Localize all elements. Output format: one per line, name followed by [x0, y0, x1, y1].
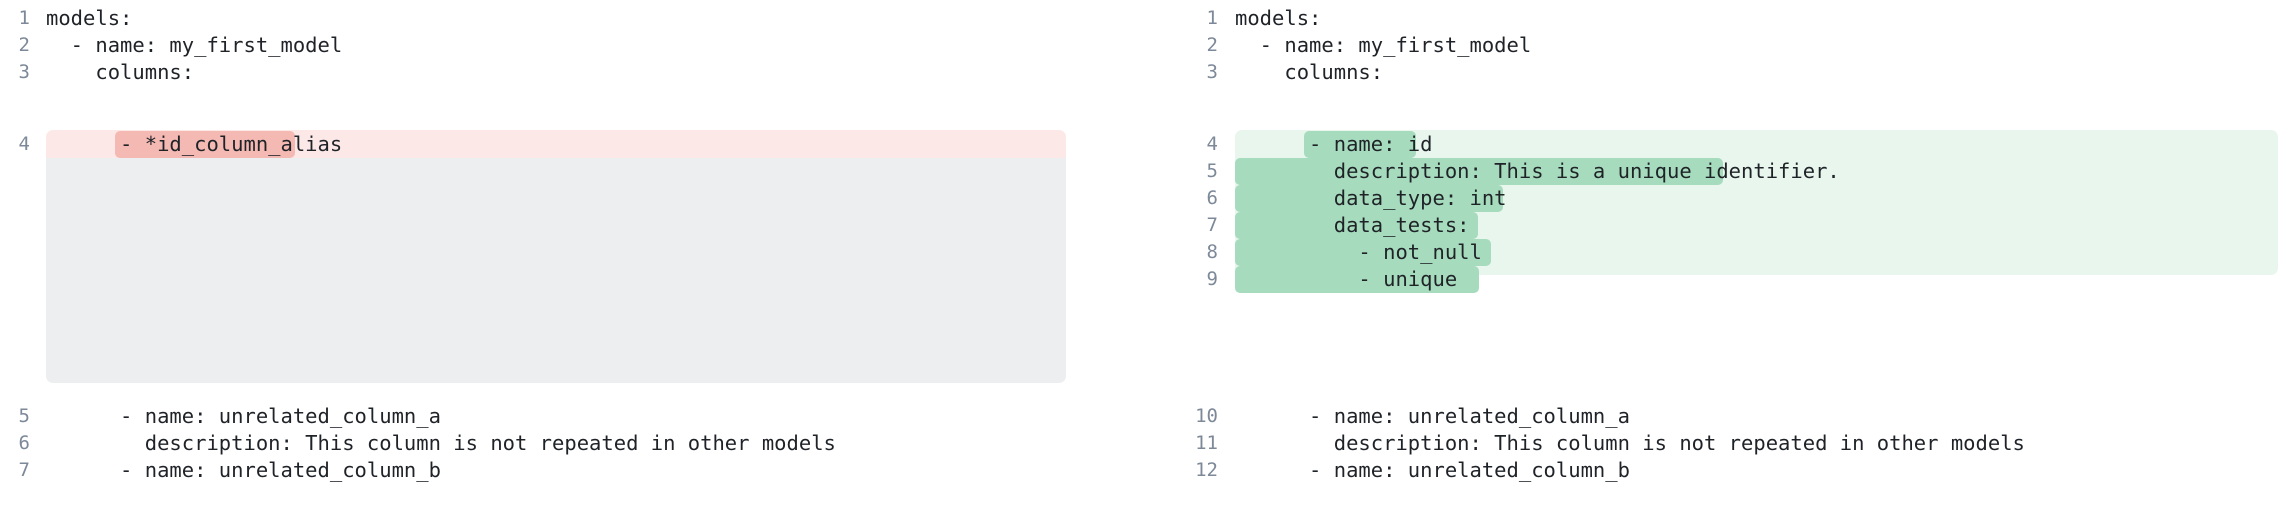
code-line-3: columns: [1235, 60, 1384, 84]
line-number-2: 2 [18, 34, 30, 56]
code-line-6-added: data_type: int [1235, 186, 1507, 210]
line-number-3: 3 [1206, 61, 1218, 83]
right-highlight-layer [1090, 0, 2278, 528]
added-word-highlight-line-5 [1235, 158, 1723, 185]
line-number-3: 3 [18, 61, 30, 83]
code-line-2: - name: my_first_model [1235, 33, 1532, 57]
code-line-12: - name: unrelated_column_b [1235, 458, 1630, 482]
line-number-5: 5 [1206, 160, 1218, 182]
diff-pane-before: 1 2 3 4 5 6 7 models: - name: my_first_m… [0, 0, 1070, 528]
line-number-10: 10 [1195, 405, 1218, 427]
line-number-8: 8 [1206, 241, 1218, 263]
line-number-6: 6 [1206, 187, 1218, 209]
code-line-4-removed: - *id_column_alias [46, 132, 343, 156]
code-line-8-added: - not_null [1235, 240, 1482, 264]
code-line-2: - name: my_first_model [46, 33, 343, 57]
code-line-9-added: - unique [1235, 267, 1458, 291]
code-line-5-added: description: This is a unique identifier… [1235, 159, 1840, 183]
code-line-6: description: This column is not repeated… [46, 431, 836, 455]
code-line-1: models: [1235, 6, 1322, 30]
line-number-6: 6 [18, 432, 30, 454]
code-line-3: columns: [46, 60, 195, 84]
added-word-highlight-line-8 [1235, 239, 1491, 266]
code-line-4-added: - name: id [1235, 132, 1433, 156]
line-number-5: 5 [18, 405, 30, 427]
line-number-4: 4 [18, 133, 30, 155]
line-number-1: 1 [18, 7, 30, 29]
code-line-1: models: [46, 6, 133, 30]
code-line-10: - name: unrelated_column_a [1235, 404, 1630, 428]
left-highlight-layer [0, 0, 1070, 528]
added-word-highlight-line-6 [1235, 185, 1503, 212]
code-line-7: - name: unrelated_column_b [46, 458, 441, 482]
removed-word-highlight [115, 131, 295, 158]
line-number-7: 7 [18, 459, 30, 481]
added-word-highlight-line-7 [1235, 212, 1478, 239]
code-line-11: description: This column is not repeated… [1235, 431, 2025, 455]
code-line-7-added: data_tests: [1235, 213, 1470, 237]
diff-pane-after: 1 2 3 4 5 6 7 8 9 10 11 12 models: - nam… [1090, 0, 2278, 528]
line-number-12: 12 [1195, 459, 1218, 481]
line-number-2: 2 [1206, 34, 1218, 56]
added-word-highlight-line-4 [1304, 131, 1416, 158]
line-number-7: 7 [1206, 214, 1218, 236]
line-number-1: 1 [1206, 7, 1218, 29]
line-number-11: 11 [1195, 432, 1218, 454]
added-word-highlight-line-9 [1235, 266, 1479, 293]
code-line-5: - name: unrelated_column_a [46, 404, 441, 428]
line-number-9: 9 [1206, 268, 1218, 290]
line-number-4: 4 [1206, 133, 1218, 155]
diff-filler-block [46, 158, 1066, 383]
